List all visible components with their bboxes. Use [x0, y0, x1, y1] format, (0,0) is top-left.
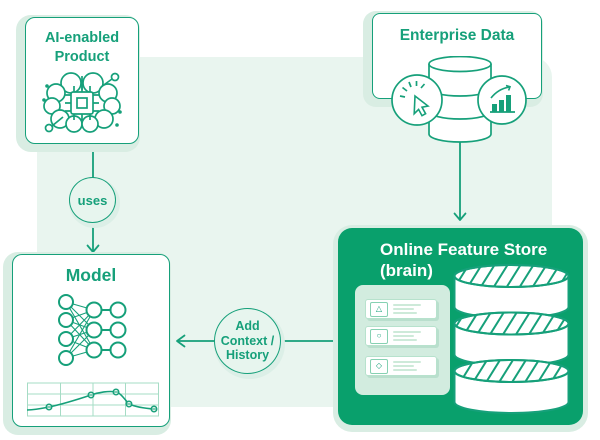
neural-network-icon — [58, 294, 127, 366]
uses-label: uses — [77, 192, 108, 208]
bar-chart-icon — [477, 75, 527, 125]
line-chart-icon — [27, 382, 159, 417]
ai-product-title: AI-enabled Product — [26, 29, 138, 67]
enterprise-data-icons — [391, 56, 527, 143]
enterprise-data-title: Enterprise Data — [399, 27, 515, 44]
add-context-label-circle: Add Context / History — [214, 308, 281, 374]
add-context-label: Add Context / History — [220, 319, 275, 363]
feature-card: ◇ — [365, 356, 437, 376]
card-text-lines — [393, 329, 421, 343]
diamond-icon: ◇ — [370, 358, 388, 374]
feature-card: △ — [365, 299, 437, 319]
feature-store-title: Online Feature Store (brain) — [338, 228, 583, 281]
card-text-lines — [393, 359, 421, 373]
feature-store-title-line1: Online Feature Store — [380, 240, 548, 259]
arrowhead-down-model — [86, 244, 100, 253]
feature-card: ○ — [365, 326, 437, 346]
ai-product-title-line2: Product — [54, 49, 110, 65]
model-title: Model — [65, 265, 117, 285]
node-model: Model — [12, 254, 170, 427]
arrowhead-down-store — [453, 212, 467, 221]
brain-chip-icon — [42, 72, 122, 133]
click-cursor-icon — [391, 74, 443, 126]
card-text-lines — [393, 302, 421, 316]
uses-label-circle: uses — [69, 177, 116, 223]
node-online-feature-store: Online Feature Store (brain) △ ○ ◇ — [338, 228, 583, 425]
feature-store-title-line2: (brain) — [380, 261, 433, 280]
database-icon — [428, 56, 492, 143]
ai-product-title-line1: AI-enabled — [44, 30, 120, 46]
database-stack-icon — [453, 264, 570, 414]
node-ai-product: AI-enabled Product — [25, 17, 139, 144]
circle-icon: ○ — [370, 328, 388, 344]
triangle-icon: △ — [370, 301, 388, 317]
arrowhead-left-model — [176, 334, 186, 348]
